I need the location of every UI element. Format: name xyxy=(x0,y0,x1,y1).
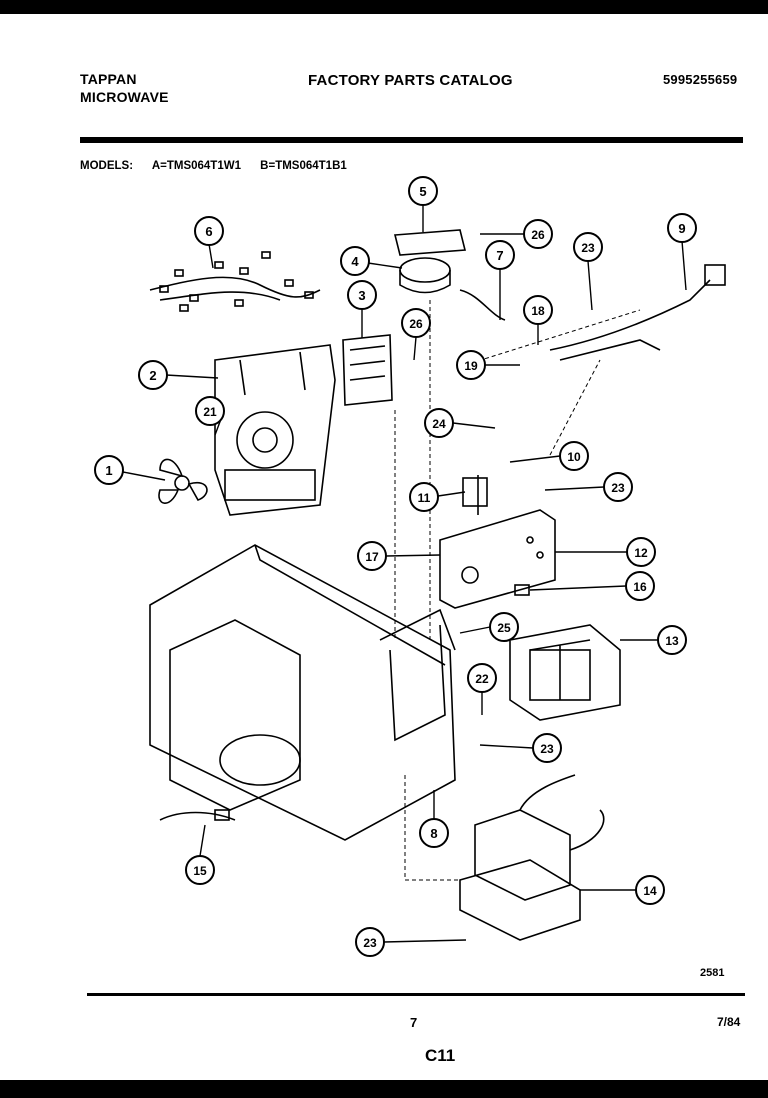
power-cord-drawing xyxy=(549,264,726,361)
svg-text:3: 3 xyxy=(358,288,365,303)
callout-13: 13 xyxy=(657,625,687,655)
svg-text:26: 26 xyxy=(531,228,545,242)
svg-text:25: 25 xyxy=(497,621,511,635)
svg-text:6: 6 xyxy=(205,224,212,239)
callout-4: 4 xyxy=(340,246,370,276)
callout-16: 16 xyxy=(625,571,655,601)
svg-text:23: 23 xyxy=(581,241,595,255)
leader-lines xyxy=(122,204,687,943)
bottom-border xyxy=(0,1080,768,1098)
brand-name: TAPPAN xyxy=(80,71,137,87)
svg-text:17: 17 xyxy=(365,550,379,564)
control-board-drawing xyxy=(439,475,556,609)
capacitor-drawing xyxy=(393,229,506,321)
model-a: A=TMS064T1W1 xyxy=(151,160,241,172)
model-b: B=TMS064T1B1 xyxy=(260,160,347,172)
product-name: MICROWAVE xyxy=(80,89,169,105)
magnetron-drawing xyxy=(509,624,621,721)
svg-text:11: 11 xyxy=(418,491,431,505)
svg-text:10: 10 xyxy=(567,450,581,464)
callout-15: 15 xyxy=(185,855,215,885)
svg-text:8: 8 xyxy=(430,826,437,841)
figure-number: 2581 xyxy=(700,967,725,979)
callout-2: 2 xyxy=(138,360,168,390)
callout-5: 5 xyxy=(408,176,438,206)
footer-rule xyxy=(87,993,745,996)
callout-24: 24 xyxy=(424,408,454,438)
callout-26: 26 xyxy=(401,308,431,338)
svg-text:15: 15 xyxy=(193,864,207,878)
callout-11: 11 xyxy=(409,482,439,512)
callout-23: 23 xyxy=(603,472,633,502)
svg-text:5: 5 xyxy=(419,184,426,199)
svg-text:9: 9 xyxy=(678,221,685,236)
section-code: C11 xyxy=(425,1046,456,1065)
part-drawings xyxy=(149,229,726,941)
callout-10: 10 xyxy=(559,441,589,471)
header-rule xyxy=(80,137,743,143)
svg-text:18: 18 xyxy=(531,304,545,318)
transformer-drawing xyxy=(459,774,605,941)
callout-7: 7 xyxy=(485,240,515,270)
callout-1: 1 xyxy=(94,455,124,485)
svg-text:12: 12 xyxy=(634,546,648,560)
page-number: 7 xyxy=(410,1015,418,1030)
callout-21: 21 xyxy=(195,396,225,426)
callout-12: 12 xyxy=(626,537,656,567)
callout-9: 9 xyxy=(667,213,697,243)
catalog-date: 7/84 xyxy=(717,1015,741,1029)
callout-23: 23 xyxy=(573,232,603,262)
svg-text:21: 21 xyxy=(203,405,217,419)
svg-text:4: 4 xyxy=(351,254,359,269)
callout-14: 14 xyxy=(635,875,665,905)
wire-harness-drawing xyxy=(149,251,321,312)
callout-23: 23 xyxy=(532,733,562,763)
svg-text:13: 13 xyxy=(665,634,679,648)
svg-text:26: 26 xyxy=(409,317,423,331)
svg-text:14: 14 xyxy=(643,884,657,898)
catalog-title: FACTORY PARTS CATALOG xyxy=(308,72,513,89)
svg-text:1: 1 xyxy=(105,463,112,478)
fuse-lead-drawing xyxy=(159,809,236,821)
svg-text:23: 23 xyxy=(363,936,377,950)
svg-text:7: 7 xyxy=(496,248,503,263)
callout-3: 3 xyxy=(347,280,377,310)
svg-text:23: 23 xyxy=(540,742,554,756)
callout-6: 6 xyxy=(194,216,224,246)
fan-bracket-drawing xyxy=(214,344,336,516)
callout-26: 26 xyxy=(523,219,553,249)
callout-8: 8 xyxy=(419,818,449,848)
svg-text:24: 24 xyxy=(432,417,446,431)
brand-block: TAPPAN MICROWAVE xyxy=(80,70,169,106)
top-border xyxy=(0,0,768,14)
callout-17: 17 xyxy=(357,541,387,571)
callouts: 1 2 3 4 5 6 7 8 9 10 11 12 13 14 15 16 1… xyxy=(94,176,697,957)
catalog-part-number: 5995255659 xyxy=(663,72,738,87)
models-line: MODELS: A=TMS064T1W1 B=TMS064T1B1 xyxy=(80,160,363,172)
callout-25: 25 xyxy=(489,612,519,642)
assembly-guide-lines xyxy=(394,300,641,881)
models-label: MODELS: xyxy=(80,160,134,172)
callout-19: 19 xyxy=(456,350,486,380)
callout-23: 23 xyxy=(355,927,385,957)
svg-text:2: 2 xyxy=(149,368,156,383)
fan-blade-drawing xyxy=(158,458,208,504)
svg-text:16: 16 xyxy=(633,580,647,594)
oven-cavity-drawing xyxy=(149,544,456,841)
svg-text:23: 23 xyxy=(611,481,625,495)
svg-text:19: 19 xyxy=(464,359,478,373)
callout-18: 18 xyxy=(523,295,553,325)
svg-text:22: 22 xyxy=(475,672,489,686)
callout-22: 22 xyxy=(467,663,497,693)
thermal-switch-drawing xyxy=(342,334,393,406)
